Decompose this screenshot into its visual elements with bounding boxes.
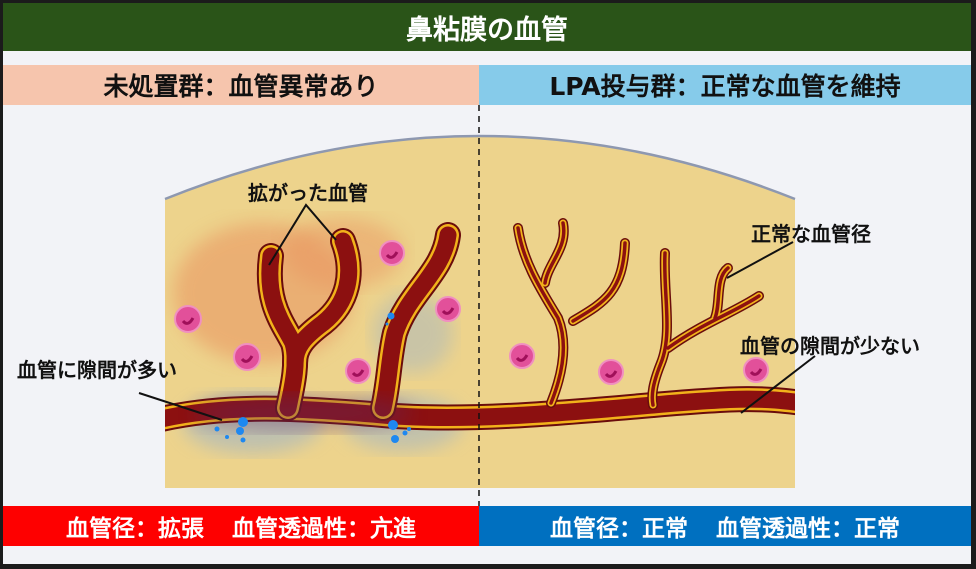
untreated-permeability: 血管透過性：亢進 bbox=[232, 516, 416, 542]
immune-cell bbox=[435, 296, 461, 322]
callout-line-gaps bbox=[138, 392, 223, 421]
callout-dilated-vessels: 拡がった血管 bbox=[248, 181, 368, 205]
lpa-permeability: 血管透過性：正常 bbox=[716, 516, 900, 542]
leak-droplets bbox=[214, 312, 411, 443]
callout-many-gaps: 血管に隙間が多い bbox=[17, 358, 177, 382]
lpa-header-text: LPA投与群：正常な血管を維持 bbox=[549, 72, 901, 101]
untreated-group-header: 未処置群：血管異常あり bbox=[3, 65, 479, 105]
immune-cell bbox=[345, 358, 371, 384]
untreated-diameter: 血管径：拡張 bbox=[66, 516, 204, 542]
leak-drop bbox=[402, 430, 408, 436]
leak-haze bbox=[193, 395, 413, 431]
callout-lines bbox=[138, 203, 816, 421]
mucosa-illustration bbox=[138, 105, 816, 506]
immune-cell bbox=[743, 357, 769, 383]
leak-drop bbox=[385, 322, 389, 326]
untreated-summary-bar: 血管径：拡張 血管透過性：亢進 bbox=[3, 506, 479, 546]
lpa-summary-bar: 血管径：正常 血管透過性：正常 bbox=[479, 506, 971, 546]
immune-cell bbox=[598, 359, 624, 385]
epithelium-edge bbox=[164, 134, 796, 201]
dilated-vessels bbox=[256, 222, 461, 421]
leak-drop bbox=[391, 435, 399, 443]
leak-drop bbox=[214, 426, 220, 432]
callout-few-gaps: 血管の隙間が少ない bbox=[740, 334, 920, 358]
leak-drop bbox=[236, 427, 244, 435]
leak-drop bbox=[388, 420, 398, 430]
immune-cell bbox=[174, 305, 202, 333]
immune-cell bbox=[509, 343, 535, 369]
callout-line-few-gaps bbox=[740, 355, 816, 414]
leak-drop bbox=[407, 427, 411, 431]
immune-cell bbox=[233, 343, 261, 371]
lpa-group-header: LPA投与群：正常な血管を維持 bbox=[479, 65, 971, 105]
lpa-diameter: 血管径：正常 bbox=[550, 516, 688, 542]
callout-line-normal bbox=[726, 241, 794, 279]
leak-drop bbox=[238, 417, 248, 427]
leak-drop bbox=[387, 312, 395, 320]
callout-line-dilated bbox=[268, 203, 337, 266]
leak-drop bbox=[225, 435, 229, 439]
immune-cell bbox=[379, 240, 405, 266]
callout-normal-diameter: 正常な血管径 bbox=[751, 222, 871, 246]
figure-frame: 鼻粘膜の血管 未処置群：血管異常あり LPA投与群：正常な血管を維持 bbox=[3, 3, 971, 564]
normal-vessels bbox=[513, 218, 764, 410]
figure-title: 鼻粘膜の血管 bbox=[3, 3, 971, 51]
title-text: 鼻粘膜の血管 bbox=[406, 14, 568, 46]
leak-drop bbox=[240, 437, 246, 443]
untreated-header-text: 未処置群：血管異常あり bbox=[103, 72, 379, 101]
immune-cells bbox=[174, 240, 769, 385]
